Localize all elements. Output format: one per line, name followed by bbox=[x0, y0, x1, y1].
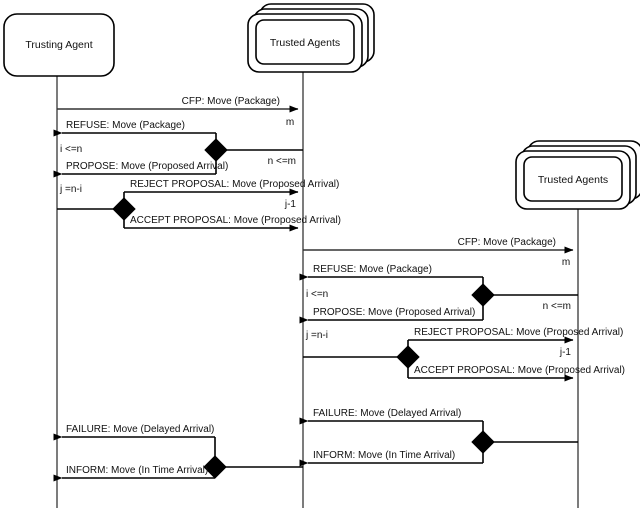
actor-box-trusted-agents-b[interactable]: Trusted Agents bbox=[515, 140, 640, 210]
message-refuse-1[interactable]: REFUSE: Move (Package) i <=n bbox=[53, 120, 217, 155]
message-label-inform-2: INFORM: Move (In Time Arrival) bbox=[313, 450, 455, 461]
message-refuse-2[interactable]: REFUSE: Move (Package) i <=n bbox=[299, 264, 484, 300]
message-label-failure-2: FAILURE: Move (Delayed Arrival) bbox=[313, 408, 461, 419]
message-failure-2[interactable]: FAILURE: Move (Delayed Arrival) bbox=[299, 408, 484, 437]
message-label-propose-1: PROPOSE: Move (Proposed Arrival) bbox=[66, 161, 228, 172]
actor-label-trusted-agents-b: Trusted Agents bbox=[538, 174, 608, 186]
message-inform-1[interactable]: INFORM: Move (In Time Arrival) bbox=[53, 465, 216, 482]
junction-4 bbox=[303, 345, 420, 369]
message-inform-2[interactable]: INFORM: Move (In Time Arrival) bbox=[299, 447, 484, 467]
message-label-reject-2: REJECT PROPOSAL: Move (Proposed Arrival) bbox=[414, 327, 623, 338]
multiplicity-jm1-2: j-1 bbox=[559, 347, 572, 358]
message-label-accept-2: ACCEPT PROPOSAL: Move (Proposed Arrival) bbox=[414, 365, 625, 376]
multiplicity-i-1: i <=n bbox=[60, 144, 82, 155]
actor-box-trusted-agents-a[interactable]: Trusted Agents bbox=[247, 3, 375, 73]
actor-label-trusting-agent: Trusting Agent bbox=[25, 39, 92, 51]
junction-6 bbox=[471, 430, 578, 454]
message-label-refuse-1: REFUSE: Move (Package) bbox=[66, 120, 185, 131]
multiplicity-n-1: n <=m bbox=[268, 156, 296, 167]
actor-box-trusting-agent[interactable]: Trusting Agent bbox=[3, 13, 115, 77]
message-reject-1[interactable]: REJECT PROPOSAL: Move (Proposed Arrival)… bbox=[123, 179, 339, 210]
multiplicity-j-2: j =n-i bbox=[305, 330, 328, 341]
message-accept-1[interactable]: ACCEPT PROPOSAL: Move (Proposed Arrival) bbox=[123, 214, 341, 232]
multiplicity-n-2: n <=m bbox=[543, 301, 571, 312]
message-failure-1[interactable]: FAILURE: Move (Delayed Arrival) bbox=[53, 424, 216, 462]
junction-5 bbox=[203, 455, 303, 479]
message-propose-1[interactable]: PROPOSE: Move (Proposed Arrival) j =n-i bbox=[53, 155, 228, 195]
multiplicity-m-2: m bbox=[562, 257, 570, 268]
message-cfp-2[interactable]: CFP: Move (Package) m bbox=[303, 237, 574, 268]
message-label-cfp-2: CFP: Move (Package) bbox=[458, 237, 556, 248]
actor-label-trusted-agents-a: Trusted Agents bbox=[270, 37, 340, 49]
message-reject-2[interactable]: REJECT PROPOSAL: Move (Proposed Arrival)… bbox=[407, 327, 623, 358]
multiplicity-i-2: i <=n bbox=[306, 289, 328, 300]
junction-3 bbox=[471, 283, 578, 307]
message-label-failure-1: FAILURE: Move (Delayed Arrival) bbox=[66, 424, 214, 435]
message-label-accept-1: ACCEPT PROPOSAL: Move (Proposed Arrival) bbox=[130, 215, 341, 226]
message-label-cfp-1: CFP: Move (Package) bbox=[182, 96, 280, 107]
message-label-refuse-2: REFUSE: Move (Package) bbox=[313, 264, 432, 275]
multiplicity-j-1: j =n-i bbox=[59, 184, 82, 195]
message-label-propose-2: PROPOSE: Move (Proposed Arrival) bbox=[313, 307, 475, 318]
message-cfp-1[interactable]: CFP: Move (Package) m bbox=[57, 96, 299, 128]
multiplicity-jm1-1: j-1 bbox=[284, 199, 297, 210]
multiplicity-m-1: m bbox=[286, 117, 294, 128]
message-propose-2[interactable]: PROPOSE: Move (Proposed Arrival) j =n-i bbox=[299, 300, 484, 341]
message-accept-2[interactable]: ACCEPT PROPOSAL: Move (Proposed Arrival) bbox=[407, 362, 625, 382]
message-label-reject-1: REJECT PROPOSAL: Move (Proposed Arrival) bbox=[130, 179, 339, 190]
message-label-inform-1: INFORM: Move (In Time Arrival) bbox=[66, 465, 208, 476]
